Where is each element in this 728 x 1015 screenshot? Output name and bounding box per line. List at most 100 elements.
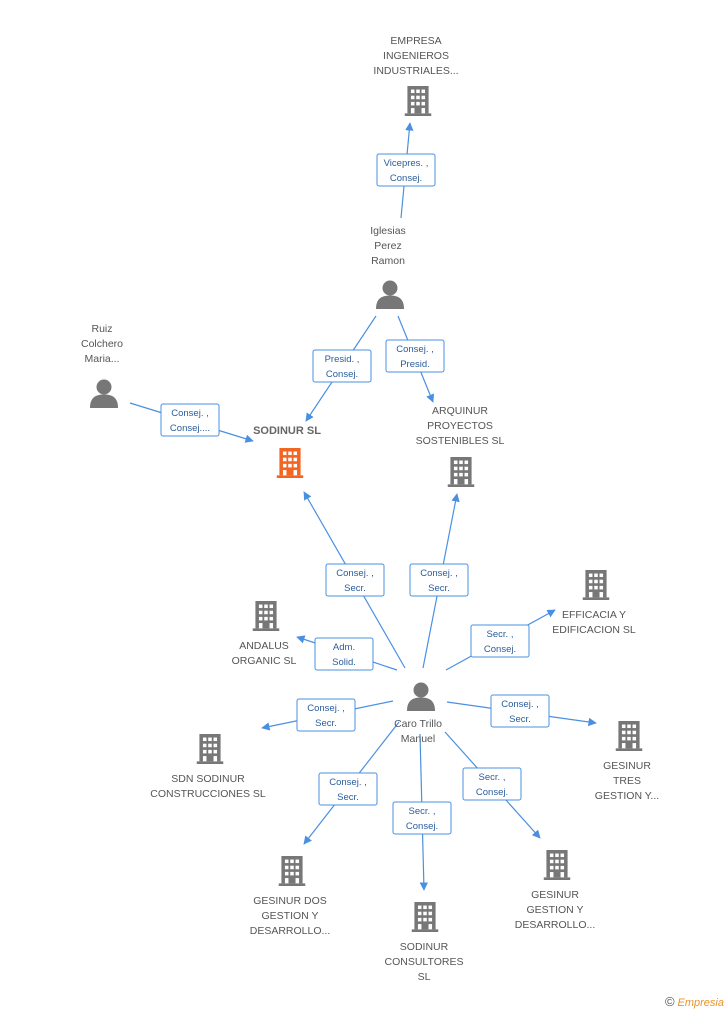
node-label: DESARROLLO... <box>250 925 331 937</box>
edge-label-box <box>376 153 436 187</box>
node-label: Colchero <box>81 338 123 350</box>
node-label: SDN SODINUR <box>171 773 245 785</box>
node-label: CONSTRUCCIONES SL <box>150 788 266 800</box>
edge-label-text: Consej. <box>476 787 508 798</box>
building-icon <box>278 856 306 886</box>
building-icon <box>615 721 643 751</box>
edge-label-text: Presid. , <box>325 354 360 365</box>
edge-label-text: Secr. <box>509 714 531 725</box>
node-label: SL <box>418 971 431 983</box>
node-label: ORGANIC SL <box>232 655 297 667</box>
building-icon <box>543 850 571 880</box>
node-label: DESARROLLO... <box>515 919 596 931</box>
node-label: Ruiz <box>91 323 112 335</box>
edge-label-e6[interactable]: Consej. , Secr. <box>409 563 469 597</box>
edge-label-box <box>318 772 378 806</box>
edge-label-e11[interactable]: Consej. ,Secr. <box>318 772 378 806</box>
edge-label-text: Solid. <box>332 657 356 668</box>
node-label: CONSULTORES <box>385 956 464 968</box>
edge-label-e5[interactable]: Consej. ,Secr. <box>325 563 385 597</box>
edge-label-box <box>470 624 530 658</box>
node-label: TRES <box>613 775 641 787</box>
node-efficacia[interactable]: EFFICACIA Y EDIFICACION SL <box>552 570 636 636</box>
person-icon <box>376 280 404 309</box>
node-label: INGENIEROS <box>383 50 449 62</box>
empresia-logo: Empresia <box>677 997 724 1009</box>
building-icon <box>411 902 439 932</box>
building-icon <box>252 601 280 631</box>
edge-label-text: Secr. <box>315 718 337 729</box>
node-sdn[interactable]: SDN SODINUR CONSTRUCCIONES SL <box>150 734 266 800</box>
node-label: Manuel <box>401 733 435 745</box>
node-label: PROYECTOS <box>427 420 493 432</box>
node-gesinur[interactable]: GESINUR GESTION Y DESARROLLO... <box>515 850 596 931</box>
edge-label-e12[interactable]: Secr. , Consej. <box>392 801 452 835</box>
node-sodinur[interactable]: SODINUR SL <box>253 425 321 478</box>
node-label: Iglesias <box>370 225 406 237</box>
edge-label-box <box>409 563 469 597</box>
node-andalus[interactable]: ANDALUS ORGANIC SL <box>232 601 297 667</box>
edge-label-text: Consej. <box>406 821 438 832</box>
node-label: GESTION Y <box>262 910 319 922</box>
edge-label-e7[interactable]: Secr. ,Consej. <box>470 624 530 658</box>
edge-label-e1[interactable]: Vicepres. , Consej. <box>376 153 436 187</box>
node-gesinurdos[interactable]: GESINUR DOS GESTION Y DESARROLLO... <box>250 856 331 937</box>
edge-label-text: Consej. , <box>396 344 434 355</box>
edge-label-e10[interactable]: Consej. , Secr. <box>490 694 550 728</box>
node-label: GESTION Y... <box>595 790 659 802</box>
edge-label-e3[interactable]: Consej. , Presid. <box>385 339 445 373</box>
edge-label-text: Presid. <box>400 359 430 370</box>
edge-label-text: Consej.... <box>170 423 210 434</box>
edge-label-e2[interactable]: Presid. , Consej. <box>312 349 372 383</box>
edge-label-text: Vicepres. , <box>384 158 429 169</box>
edge-label-text: Consej. <box>326 369 358 380</box>
building-icon <box>447 457 475 487</box>
node-label: EDIFICACION SL <box>552 624 636 636</box>
person-icon <box>90 379 118 408</box>
node-gesinurtres[interactable]: GESINUR TRES GESTION Y... <box>595 721 659 802</box>
building-icon <box>582 570 610 600</box>
node-label: SODINUR <box>400 941 449 953</box>
edge-label-e9[interactable]: Consej. , Secr. <box>296 698 356 732</box>
edge-label-text: Consej. , <box>307 703 345 714</box>
edge-label-box <box>462 767 522 801</box>
node-label: Caro Trillo <box>394 718 442 730</box>
copyright-icon: © <box>664 994 675 1009</box>
node-label: SOSTENIBLES SL <box>416 435 505 447</box>
edge-label-e4[interactable]: Consej. , Consej.... <box>160 403 220 437</box>
node-label: GESTION Y <box>527 904 584 916</box>
node-label: ARQUINUR <box>432 405 488 417</box>
edge-label-e8[interactable]: Adm.Solid. <box>314 637 374 671</box>
edge-label-text: Consej. , <box>420 568 458 579</box>
node-consultores[interactable]: SODINUR CONSULTORES SL <box>385 902 464 983</box>
edge-label-text: Consej. , <box>171 408 209 419</box>
building-icon <box>196 734 224 764</box>
edge-label-text: Consej. , <box>501 699 539 710</box>
edge-label-box <box>325 563 385 597</box>
building-icon <box>404 86 432 116</box>
edge-label-text: Secr. , <box>487 629 514 640</box>
edge-label-box <box>385 339 445 373</box>
node-label: Ramon <box>371 255 405 267</box>
edge-label-box <box>392 801 452 835</box>
node-empresa[interactable]: EMPRESAINGENIEROSINDUSTRIALES... <box>373 35 459 116</box>
edge-label-box <box>314 637 374 671</box>
edge-label-box <box>160 403 220 437</box>
node-label: ANDALUS <box>239 640 289 652</box>
node-arquinur[interactable]: ARQUINUR PROYECTOS SOSTENIBLES SL <box>416 405 505 487</box>
node-label: GESINUR <box>531 889 579 901</box>
node-label: EFFICACIA Y <box>562 609 626 621</box>
edge-label-e13[interactable]: Secr. ,Consej. <box>462 767 522 801</box>
edge-label-text: Secr. , <box>409 806 436 817</box>
node-ruiz[interactable]: RuizColcheroMaria... <box>81 323 123 408</box>
node-label: GESINUR <box>603 760 651 772</box>
node-label: GESINUR DOS <box>253 895 327 907</box>
edge-label-box <box>490 694 550 728</box>
edge-label-text: Secr. <box>428 583 450 594</box>
edge-label-box <box>296 698 356 732</box>
building-icon <box>276 448 304 478</box>
edge-label-text: Consej. <box>390 173 422 184</box>
